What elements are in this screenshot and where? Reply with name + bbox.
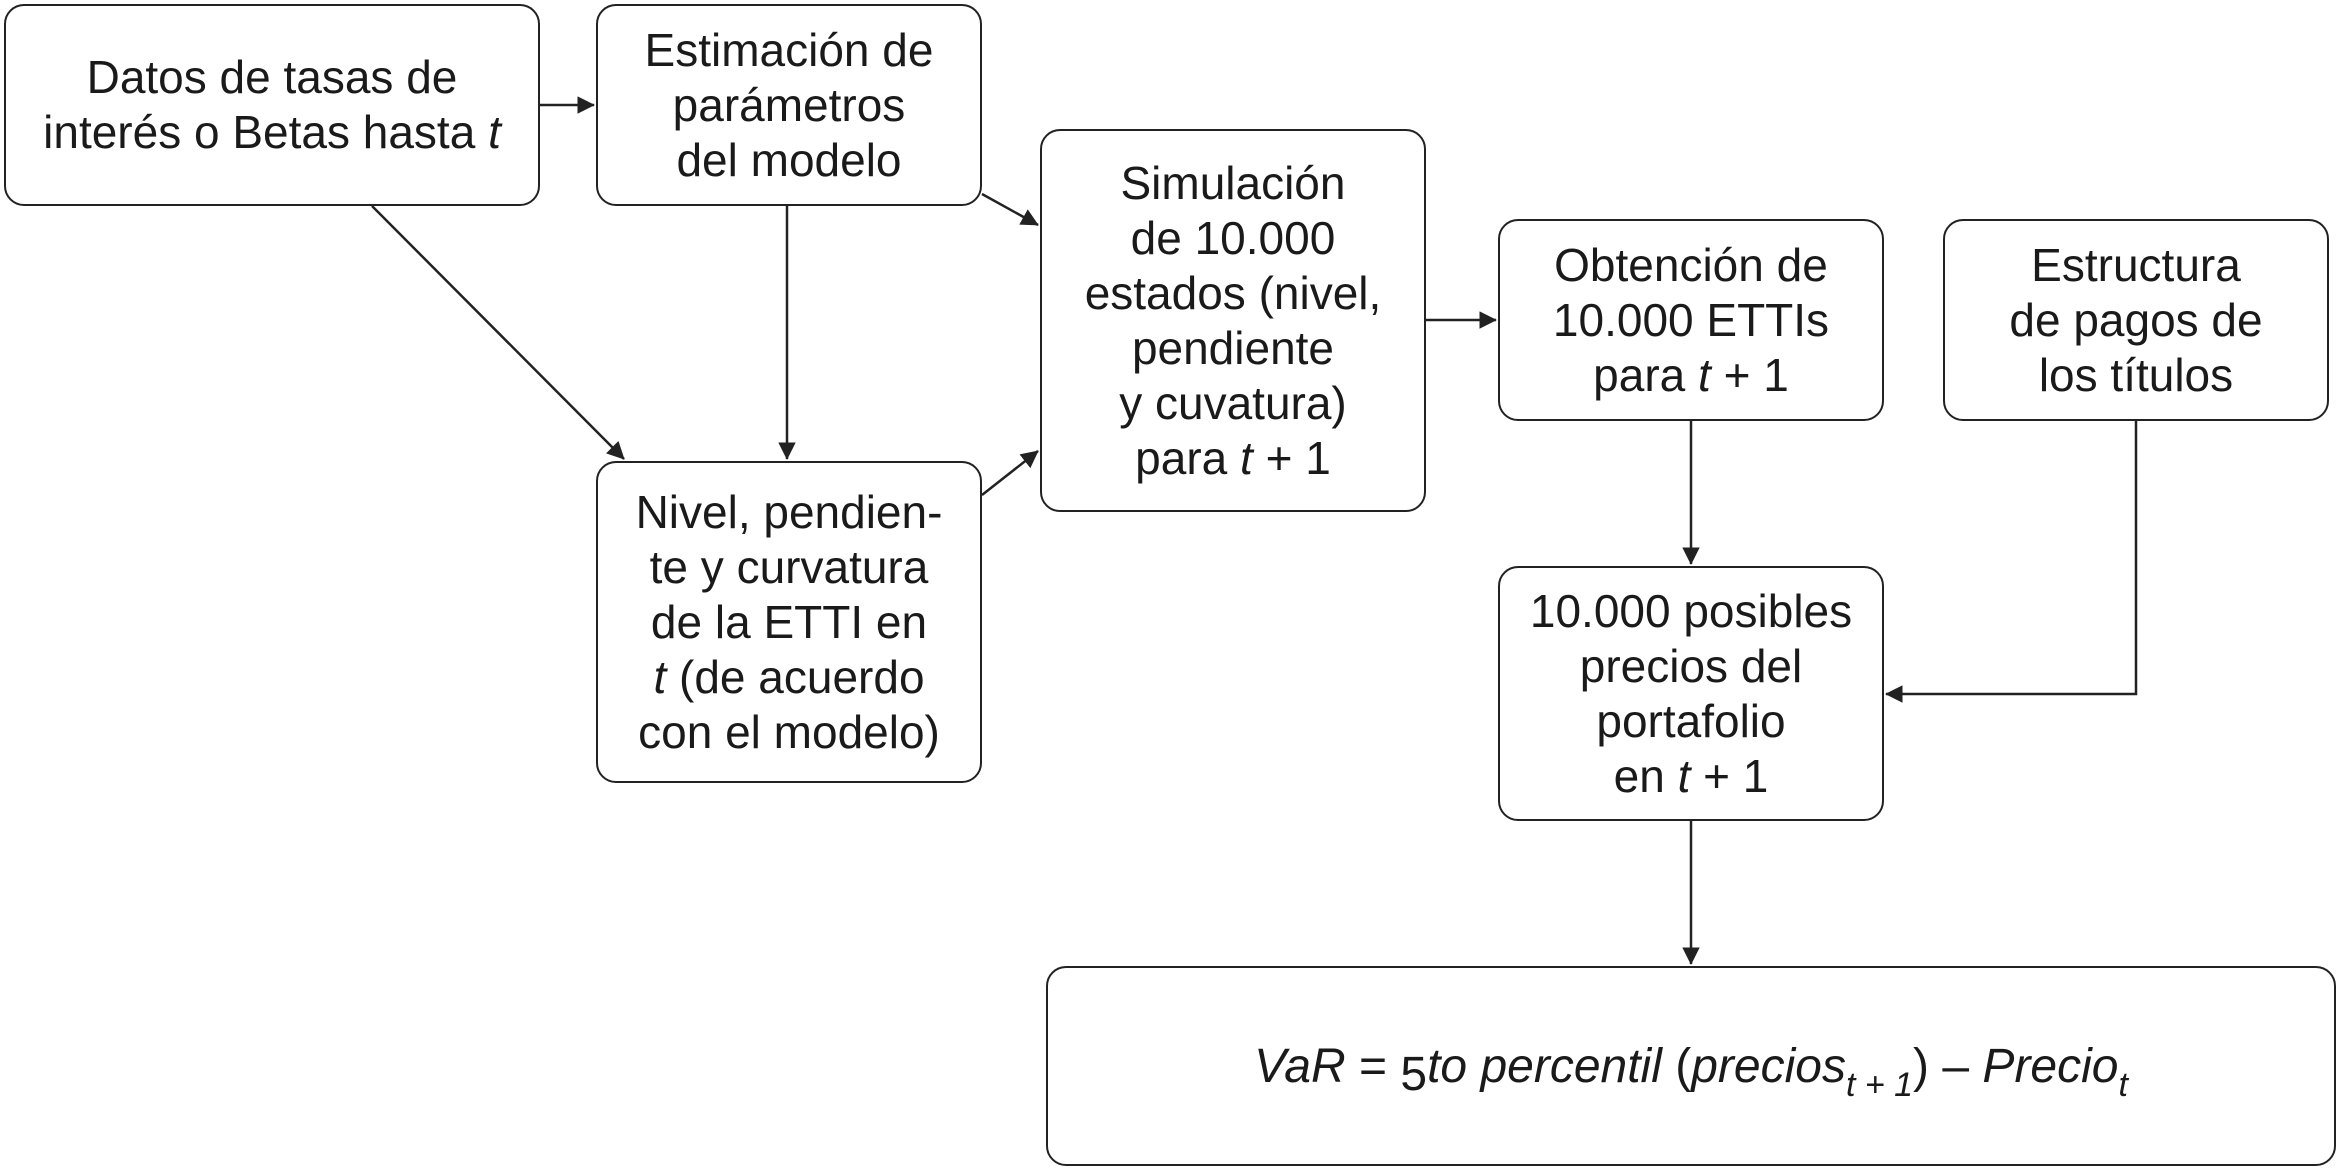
formula-percentile: to percentil — [1427, 1039, 1662, 1093]
formula-five: 5 — [1400, 1047, 1428, 1101]
text-line: con el modelo) — [638, 705, 940, 758]
text-line: Estimación de — [644, 23, 934, 76]
formula-precios: precios — [1691, 1039, 1846, 1093]
node-datos-tasas: Datos de tasas de interés o Betas hasta … — [4, 4, 540, 206]
node-datos-tasas-label: Datos de tasas de interés o Betas hasta … — [43, 50, 501, 160]
node-estructura-pagos: Estructura de pagos de los títulos — [1943, 219, 2329, 421]
arrow-datos-to-nivel — [371, 205, 625, 460]
node-obtencion-ettis-label: Obtención de 10.000 ETTIs para t + 1 — [1553, 238, 1829, 403]
node-estructura-pagos-label: Estructura de pagos de los títulos — [2009, 238, 2262, 403]
formula-var-symbol: VaR — [1254, 1039, 1346, 1093]
arrow-estimacion-to-simulacion — [981, 192, 1039, 227]
text-fragment: + 1 — [1265, 431, 1331, 484]
text-fragment: para — [1135, 431, 1228, 484]
text-fragment: + 1 — [1703, 749, 1769, 802]
text-line: de pagos de — [2009, 293, 2263, 346]
formula-precio-subscript: t — [2118, 1065, 2128, 1104]
node-posibles-precios: 10.000 posibles precios del portafolio e… — [1498, 566, 1884, 821]
text-line: portafolio — [1596, 694, 1786, 747]
arrow-estructura-to-precios — [1885, 421, 2138, 703]
variable-t: t — [653, 650, 667, 703]
formula-paren: ) — [1913, 1039, 1930, 1093]
node-simulacion-estados-label: Simulación de 10.000 estados (nivel, pen… — [1085, 156, 1382, 486]
formula-minus: – — [1942, 1039, 1970, 1093]
text-line: del modelo — [676, 133, 902, 186]
node-nivel-pendiente-curvatura-label: Nivel, pendien- te y curvatura de la ETT… — [636, 485, 943, 760]
text-line: t (de acuerdo — [636, 650, 943, 705]
text-line: Simulación — [1120, 156, 1346, 209]
node-simulacion-estados: Simulación de 10.000 estados (nivel, pen… — [1040, 129, 1426, 512]
formula-precios-subscript: t + 1 — [1845, 1065, 1914, 1104]
text-fragment: interés o Betas hasta — [43, 106, 476, 158]
node-posibles-precios-label: 10.000 posibles precios del portafolio e… — [1530, 584, 1852, 804]
text-line: Nivel, pendien- — [635, 485, 943, 538]
text-line: interés o Betas hasta t — [43, 105, 501, 160]
node-var-formula: VaR = 5to percentil (preciost + 1) – Pre… — [1046, 966, 2336, 1166]
variable-t: t — [1240, 431, 1253, 484]
text-line: los títulos — [2038, 348, 2234, 401]
node-obtencion-ettis: Obtención de 10.000 ETTIs para t + 1 — [1498, 219, 1884, 421]
text-line: Obtención de — [1554, 238, 1828, 291]
var-formula: VaR = 5to percentil (preciost + 1) – Pre… — [1254, 1039, 2128, 1104]
node-nivel-pendiente-curvatura: Nivel, pendien- te y curvatura de la ETT… — [596, 461, 982, 783]
text-line: parámetros — [672, 78, 906, 131]
text-line: precios del — [1579, 639, 1803, 692]
text-line: en t + 1 — [1530, 749, 1852, 804]
text-line: Estructura — [2031, 238, 2241, 291]
text-line: para t + 1 — [1553, 348, 1829, 403]
variable-t: t — [1677, 749, 1691, 802]
text-line: de 10.000 — [1130, 211, 1336, 264]
text-line: estados (nivel, — [1084, 266, 1382, 319]
text-line: de la ETTI en — [650, 595, 928, 648]
text-line: Datos de tasas de — [86, 51, 458, 103]
arrow-nivel-to-simulacion — [981, 450, 1039, 496]
variable-t: t — [488, 106, 501, 158]
text-fragment: para — [1593, 348, 1686, 401]
text-line: pendiente — [1131, 321, 1335, 374]
formula-equals: = — [1359, 1039, 1388, 1093]
text-line: y cuvatura) — [1119, 376, 1347, 429]
text-fragment: + 1 — [1723, 348, 1789, 401]
formula-precio: Precio — [1982, 1039, 2119, 1093]
text-line: te y curvatura — [649, 540, 929, 593]
node-estimacion-parametros: Estimación de parámetros del modelo — [596, 4, 982, 206]
variable-t: t — [1698, 348, 1711, 401]
text-line: para t + 1 — [1085, 431, 1382, 486]
node-estimacion-parametros-label: Estimación de parámetros del modelo — [645, 23, 934, 188]
text-fragment: (de acuerdo — [679, 650, 925, 703]
formula-paren: ( — [1675, 1039, 1692, 1093]
text-line: 10.000 posibles — [1529, 584, 1853, 637]
text-fragment: en — [1613, 749, 1665, 802]
text-line: 10.000 ETTIs — [1552, 293, 1830, 346]
